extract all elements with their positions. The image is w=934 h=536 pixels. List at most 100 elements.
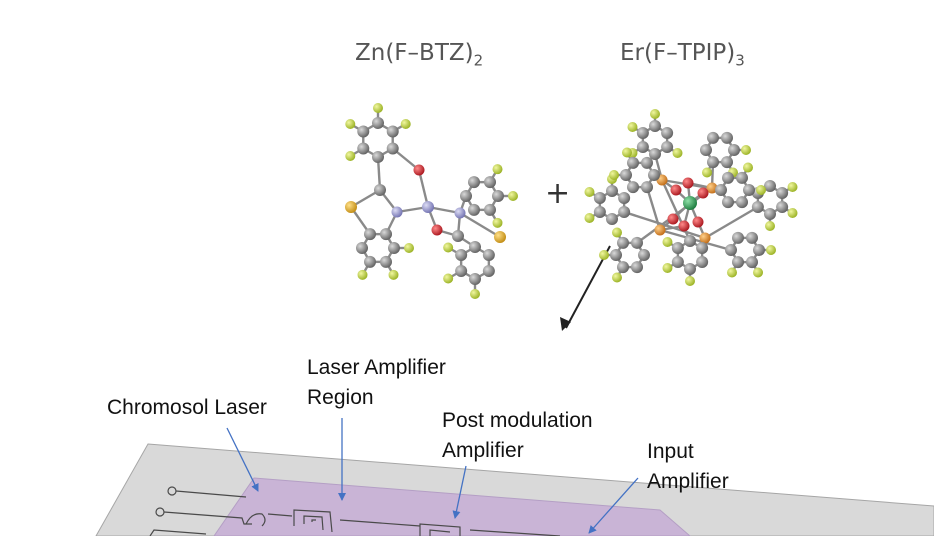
arrow-chromosol-laser (226, 427, 259, 492)
fluorine-atom (492, 217, 503, 228)
fluorine-atom (508, 191, 518, 201)
fluorine-atom (741, 145, 751, 155)
oxygen-atom (678, 220, 690, 232)
carbon-atom (753, 244, 765, 256)
carbon-atom (627, 181, 639, 194)
carbon-atom (671, 242, 684, 254)
carbon-atom (636, 141, 649, 153)
photonic-chip (95, 443, 934, 536)
fluorine-atom (672, 148, 683, 158)
label-laser-amplifier-line2: Region (307, 386, 374, 409)
fluorine-atom (357, 269, 368, 280)
sulfur-atom (494, 231, 506, 243)
carbon-atom (684, 263, 696, 275)
fluorine-atom (787, 208, 798, 218)
fluorine-atom (400, 119, 411, 129)
fluorine-atom (599, 250, 609, 260)
carbon-atom (468, 176, 480, 189)
carbon-atom (618, 192, 631, 204)
zn-btz-subscript: 2 (473, 51, 484, 70)
carbon-atom (386, 142, 399, 155)
oxygen-atom (692, 216, 704, 228)
arrow-input-amplifier (588, 477, 639, 534)
er-tpip-title: Er(F–TPIP)3 (620, 40, 745, 70)
carbon-atom (482, 265, 495, 277)
carbon-atom (696, 242, 709, 254)
fluorine-atom (345, 119, 356, 129)
fluorine-atom (584, 187, 595, 197)
carbon-atom (638, 249, 650, 261)
carbon-atom (728, 144, 740, 156)
carbon-atom (372, 117, 384, 129)
carbon-atom (751, 201, 764, 213)
carbon-atom (649, 120, 661, 132)
bond (459, 211, 501, 239)
fluorine-atom (756, 185, 766, 195)
fluorine-atom (443, 273, 454, 284)
carbon-atom (469, 241, 481, 253)
bond (623, 210, 706, 240)
carbon-atom (696, 256, 709, 268)
zinc-atom (422, 201, 434, 213)
carbon-atom (776, 187, 789, 199)
carbon-atom (631, 261, 643, 274)
oxygen-atom (670, 184, 682, 196)
fluorine-atom (373, 103, 383, 113)
carbon-atom (684, 235, 696, 247)
carbon-atom (707, 156, 719, 169)
fluorine-atom (743, 162, 753, 173)
carbon-atom (700, 144, 712, 156)
fluorine-atom (584, 213, 595, 223)
carbon-atom (617, 236, 629, 249)
fluorine-atom (388, 269, 399, 280)
fluorine-atom (662, 263, 673, 273)
fluorine-atom (727, 267, 737, 278)
fluorine-atom (685, 276, 695, 286)
carbon-atom (455, 265, 468, 277)
phosphorus-atom (654, 224, 666, 236)
carbon-atom (357, 142, 370, 155)
carbon-atom (627, 156, 639, 169)
phosphorus-atom (699, 232, 711, 244)
carbon-atom (736, 171, 748, 184)
fluorine-atom (662, 237, 673, 247)
zn-btz-name: Zn(F–BTZ) (355, 40, 474, 66)
carbon-atom (372, 151, 384, 163)
carbon-atom (364, 228, 376, 241)
fluorine-atom (787, 182, 798, 192)
zn-btz-molecule (345, 103, 518, 299)
carbon-atom (356, 242, 368, 254)
carbon-atom (648, 169, 660, 181)
carbon-atom (743, 184, 755, 196)
fluorine-atom (753, 267, 763, 278)
carbon-atom (380, 228, 392, 241)
carbon-atom (661, 141, 674, 153)
fluorine-atom (766, 245, 776, 255)
carbon-atom (455, 249, 468, 261)
carbon-atom (374, 184, 386, 196)
waveguide-circuitry (149, 486, 561, 536)
sulfur-atom (345, 201, 357, 213)
reaction-arrowhead (560, 317, 571, 331)
oxygen-atom (413, 164, 425, 176)
carbon-atom (722, 196, 734, 209)
carbon-atom (618, 206, 631, 218)
oxygen-atom (697, 187, 709, 199)
carbon-atom (380, 255, 392, 268)
label-laser-amplifier-line1: Laser Amplifier (307, 356, 446, 379)
carbon-atom (606, 185, 618, 197)
label-input-amplifier-line1: Input (647, 440, 694, 463)
fluorine-atom (470, 289, 480, 299)
label-chromosol-laser: Chromosol Laser (107, 396, 267, 419)
bond (645, 186, 662, 231)
erbium-atom (683, 196, 697, 210)
nitrogen-atom (391, 206, 403, 218)
fluorine-atom (622, 147, 632, 158)
carbon-atom (671, 256, 684, 268)
bond (704, 205, 759, 240)
er-tpip-name: Er(F–TPIP) (620, 40, 736, 66)
phosphorus-atom (706, 182, 718, 194)
fluorine-atom (404, 243, 414, 253)
fluorine-atom (627, 122, 638, 132)
